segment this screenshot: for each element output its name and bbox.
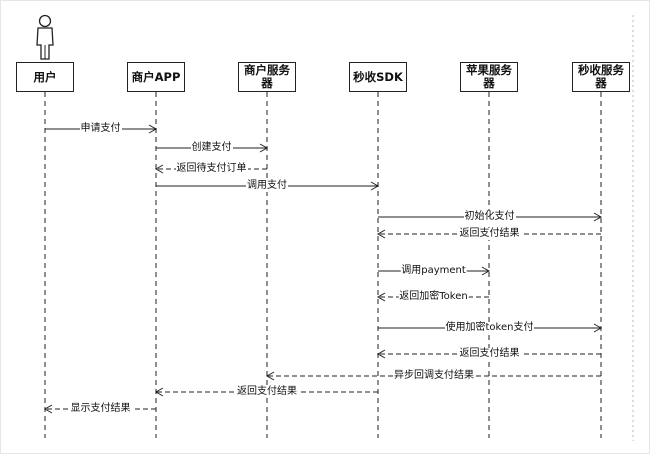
- actor-body-icon: [36, 27, 54, 60]
- arrowhead-icon: [154, 164, 164, 174]
- lifeline-miaoshou-server: 秒收服务器: [572, 62, 630, 92]
- message-label: 返回支付结果: [458, 348, 521, 360]
- message-label: 调用支付: [246, 180, 288, 192]
- message-label: 返回待支付订单: [175, 163, 248, 175]
- lifeline-label: 商户APP: [131, 69, 181, 84]
- lifeline-apple-server: 苹果服务器: [460, 62, 518, 92]
- lifeline-app: 商户APP: [127, 62, 185, 92]
- lifeline-label: 用户: [33, 69, 57, 84]
- arrowhead-icon: [154, 387, 164, 397]
- lifeline-label: 秒收SDK: [353, 69, 403, 84]
- arrowhead-icon: [148, 124, 158, 134]
- arrowhead-icon: [481, 266, 491, 276]
- arrowhead-icon: [265, 371, 275, 381]
- message-label: 返回加密Token: [398, 291, 469, 303]
- arrowhead-icon: [376, 229, 386, 239]
- actor-head-icon: [38, 14, 52, 28]
- message-label: 调用payment: [400, 265, 467, 277]
- message-label: 使用加密token支付: [444, 322, 535, 334]
- arrowhead-icon: [376, 349, 386, 359]
- lifeline-user: 用户: [16, 62, 74, 92]
- arrowhead-icon: [593, 212, 603, 222]
- lifeline-label: 商户服务器: [244, 63, 290, 90]
- arrowhead-icon: [376, 292, 386, 302]
- message-label: 返回支付结果: [236, 386, 298, 398]
- arrowhead-icon: [43, 404, 53, 414]
- lifeline-label: 秒收服务器: [578, 63, 624, 90]
- lifeline-label: 苹果服务器: [466, 63, 512, 90]
- message-label: 异步回调支付结果: [393, 370, 475, 382]
- message-label: 初始化支付: [463, 211, 516, 223]
- message-label: 创建支付: [190, 142, 233, 154]
- lifeline-merchant-server: 商户服务器: [238, 62, 296, 92]
- arrowhead-icon: [259, 143, 269, 153]
- arrowhead-icon: [370, 181, 380, 191]
- message-label: 申请支付: [79, 123, 122, 135]
- lifeline-sdk: 秒收SDK: [349, 62, 407, 92]
- message-label: 显示支付结果: [69, 403, 132, 415]
- message-label: 返回支付结果: [458, 228, 521, 240]
- arrowhead-icon: [593, 323, 603, 333]
